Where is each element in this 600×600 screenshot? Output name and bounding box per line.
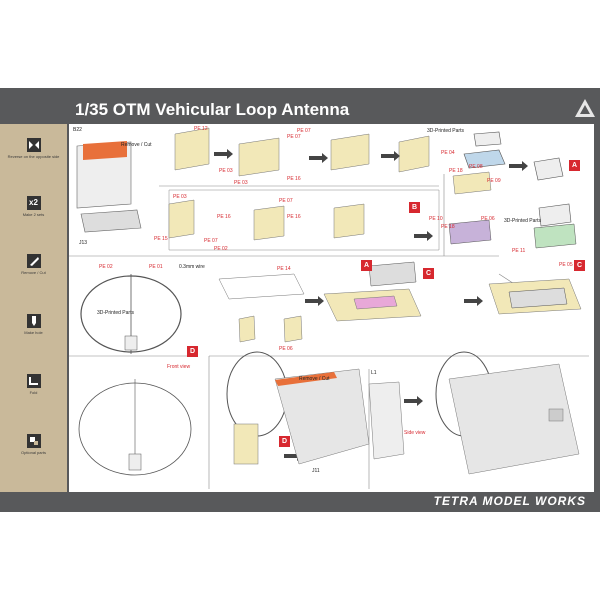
note-label: Remove / Cut xyxy=(121,142,152,148)
brand-logo xyxy=(575,99,595,117)
part-label: J13 xyxy=(79,240,88,246)
step8-hull xyxy=(226,351,580,475)
part-label: PE 07 xyxy=(204,238,218,244)
legend-fold: Fold xyxy=(0,374,67,395)
legend-text: Make hole xyxy=(24,330,43,335)
part-label: PE 03 xyxy=(219,168,233,174)
part-label: PE 06 xyxy=(279,346,293,352)
part-label: PE 07 xyxy=(279,198,293,204)
optional-icon xyxy=(26,434,41,448)
part-label: PE 07 xyxy=(287,134,301,140)
step2-brackets xyxy=(174,127,430,177)
part-label: PE 14 xyxy=(277,266,291,272)
part-label: PE 06 xyxy=(481,216,495,222)
part-label: PE 02 xyxy=(99,264,113,270)
part-label: PE 05 xyxy=(559,262,573,268)
legend-text: Remove / Cut xyxy=(21,270,46,275)
legend-hole: Make hole xyxy=(0,314,67,335)
part-label: J11 xyxy=(312,468,320,474)
part-label: PE 15 xyxy=(154,236,168,242)
part-label: PE 18 xyxy=(449,168,463,174)
mirror-icon xyxy=(26,138,41,152)
part-label: PE 01 xyxy=(149,264,163,270)
marker-d: D xyxy=(187,346,198,357)
page-title: 1/35 OTM Vehicular Loop Antenna xyxy=(75,100,350,119)
legend-cut: Remove / Cut xyxy=(0,254,67,275)
step1-box xyxy=(76,141,142,233)
brand-footer: TETRA MODEL WORKS xyxy=(433,494,586,508)
legend-text: Make 2 sets xyxy=(22,212,45,217)
note-label: Remove / Cut xyxy=(299,376,330,382)
step5-mounts xyxy=(448,203,577,249)
step3-parts xyxy=(452,131,564,195)
part-label: PE 04 xyxy=(441,150,455,156)
part-label: PE 16 xyxy=(287,176,301,182)
part-label: 0.3mm wire xyxy=(179,264,205,270)
marker-a: A xyxy=(569,160,580,171)
part-label: PE 03 xyxy=(234,180,248,186)
part-label: L1 xyxy=(371,370,377,376)
assembly-canvas: B22 J13 Remove / Cut PE 12 PE 03 PE 07 P… xyxy=(69,124,594,492)
legend-text: Reverse on the opposite side xyxy=(7,154,60,159)
legend-text: Fold xyxy=(29,390,38,395)
part-label: PE 08 xyxy=(469,164,483,170)
part-label: B22 xyxy=(73,127,82,133)
part-label: PE 11 xyxy=(512,248,526,254)
step6-loop xyxy=(80,274,182,354)
part-label: PE 03 xyxy=(173,194,187,200)
marker-b: B xyxy=(409,202,420,213)
marker-c: C xyxy=(423,268,434,279)
part-label: PE 09 xyxy=(487,178,501,184)
part-label: PE 18 xyxy=(441,224,455,230)
view-label: Side view xyxy=(404,430,426,436)
legend-optional: Optional parts xyxy=(0,434,67,455)
legend-text: Optional parts xyxy=(21,450,46,455)
part-label: 3D-Printed Parts xyxy=(427,128,464,134)
assembly-drawing xyxy=(69,127,589,489)
part-label: PE 02 xyxy=(214,246,228,252)
step7-platform xyxy=(218,261,582,343)
marker-d: D xyxy=(279,436,290,447)
view-label: Front view xyxy=(167,364,191,370)
step8-front-view xyxy=(78,379,192,476)
part-label: PE 12 xyxy=(194,126,208,132)
drill-icon xyxy=(26,314,41,328)
marker-c: C xyxy=(574,260,585,271)
part-label: PE 07 xyxy=(297,128,311,134)
part-label: PE 16 xyxy=(287,214,301,220)
legend-mirror: Reverse on the opposite side xyxy=(0,138,67,159)
legend-sidebar: Reverse on the opposite side x2 Make 2 s… xyxy=(0,124,67,492)
part-label: 3D-Printed Parts xyxy=(97,310,134,316)
bend-icon xyxy=(26,374,41,388)
part-label: PE 10 xyxy=(429,216,443,222)
step4-brackets xyxy=(168,199,365,241)
x2-icon: x2 xyxy=(26,196,41,210)
legend-x2: x2 Make 2 sets xyxy=(0,196,67,217)
part-label: PE 16 xyxy=(217,214,231,220)
knife-icon xyxy=(26,254,41,268)
part-label: 3D-Printed Parts xyxy=(504,218,541,224)
marker-a: A xyxy=(361,260,372,271)
